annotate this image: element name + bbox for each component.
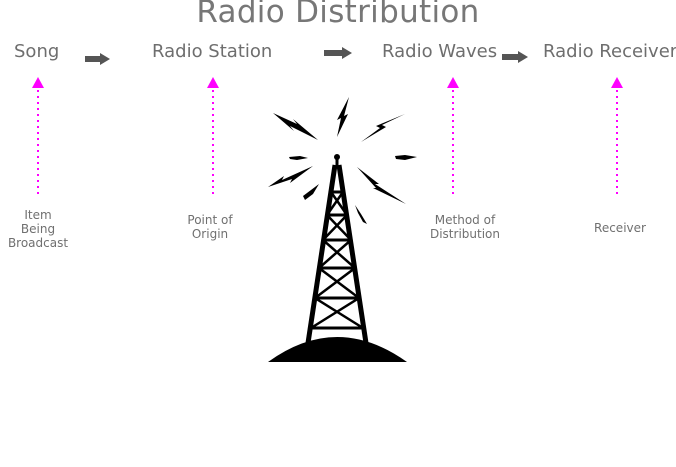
diagram-title: Radio Distribution: [196, 0, 480, 30]
note-receiver: Receiver: [580, 221, 660, 235]
dotted-up-arrow-icon: [447, 77, 459, 196]
note-point-of-origin: Point of Origin: [170, 213, 250, 241]
stage-song: Song: [14, 41, 60, 62]
note-line: Distribution: [429, 227, 500, 241]
note-line: Item: [24, 208, 52, 222]
right-arrow-icon: [324, 47, 352, 59]
dotted-up-arrow-icon: [32, 77, 44, 196]
note-line: Method of: [434, 213, 496, 227]
note-line: Being: [20, 222, 56, 236]
right-arrow-icon: [85, 53, 110, 65]
note-method-of-distribution: Method of Distribution: [415, 213, 515, 241]
stage-radio-station: Radio Station: [152, 41, 273, 62]
note-line: Point of: [187, 213, 233, 227]
stage-radio-waves: Radio Waves: [382, 41, 498, 62]
radio-wave-bolts: [268, 97, 417, 224]
dotted-up-arrow-icon: [207, 77, 219, 196]
note-line: Origin: [191, 227, 229, 241]
dotted-up-arrow-icon: [611, 77, 623, 196]
note-line: Receiver: [594, 221, 646, 235]
stage-radio-receiver: Radio Receiver: [543, 41, 676, 62]
radio-tower-icon: [268, 154, 407, 362]
note-line: Broadcast: [7, 236, 69, 250]
right-arrow-icon: [502, 51, 528, 63]
note-item-being-broadcast: Item Being Broadcast: [0, 208, 76, 250]
